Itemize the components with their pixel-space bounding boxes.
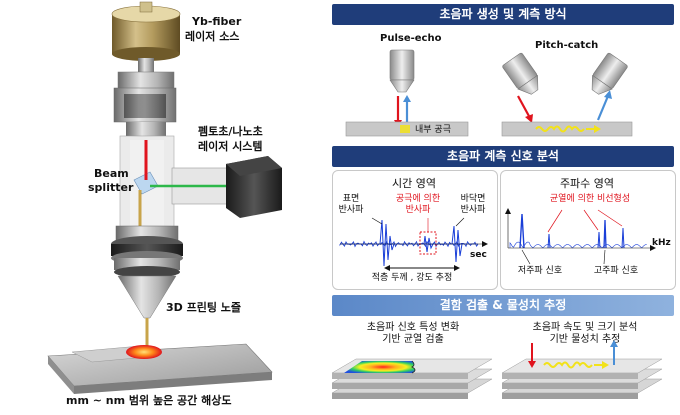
frequency-axis-unit: kHz	[652, 238, 671, 248]
pitch-catch-transducer-right	[591, 52, 628, 95]
femto-laser-label-2: 레이저 시스템	[198, 140, 263, 153]
frequency-domain-panel	[500, 170, 676, 290]
void-reflection-label-2: 반사파	[405, 205, 431, 215]
void-reflection-label-1: 공극에 의한	[395, 194, 441, 204]
section3-diagram	[331, 340, 663, 399]
bottom-reflection-label-1: 바닥면	[460, 194, 486, 204]
time-domain-title: 시간 영역	[392, 177, 436, 190]
property-estimation-label-1: 초음파 속도 및 크기 분석	[532, 322, 638, 333]
surface-reflection-label-2: 반사파	[338, 205, 364, 215]
femto-laser-label-1: 펨토초/나노초	[198, 125, 263, 138]
time-axis-unit: sec	[470, 250, 487, 260]
nonlinearity-label: 균열에 의한 비선형성	[549, 194, 631, 204]
section1-header: 초음파 생성 및 계측 방식	[332, 4, 674, 25]
frequency-domain-spectrum	[505, 208, 656, 265]
time-domain-signal	[339, 217, 488, 271]
laser-source-label-2: 레이저 소스	[185, 30, 240, 43]
frequency-domain-title: 주파수 영역	[559, 177, 615, 190]
resolution-caption: mm ~ nm 범위 높은 공간 해상도	[66, 394, 232, 407]
property-estimation-plates	[501, 340, 663, 399]
printing-head-illustration	[47, 1, 282, 394]
high-frequency-label: 고주파 신호	[593, 266, 639, 276]
pulse-echo-label: Pulse-echo	[380, 33, 442, 44]
section1-diagram	[345, 49, 633, 137]
section2-header: 초음파 계측 신호 분석	[332, 146, 674, 167]
bottom-reflection-label-2: 반사파	[460, 205, 486, 215]
pitch-catch-label: Pitch-catch	[535, 40, 599, 51]
pitch-catch-transducer-left	[502, 52, 539, 95]
section3-header: 결함 검출 & 물성치 추정	[332, 295, 674, 316]
nozzle-label: 3D 프린팅 노즐	[166, 301, 242, 314]
internal-void-label: 내부 공극	[415, 125, 451, 135]
crack-detection-label-2: 기반 균열 검출	[382, 334, 444, 345]
low-frequency-label: 저주파 신호	[517, 266, 563, 276]
time-domain-panel	[332, 170, 498, 290]
beam-splitter-label-1: Beam	[94, 167, 129, 180]
pulse-echo-transducer	[389, 49, 415, 93]
beam-splitter-label-2: splitter	[88, 181, 134, 194]
thickness-caption: 적층 두께 , 강도 추정	[371, 273, 453, 283]
crack-detection-label-1: 초음파 신호 특성 변화	[366, 322, 460, 333]
crack-detection-plates	[331, 358, 493, 399]
surface-reflection-label-1: 표면	[342, 194, 360, 204]
laser-source-label-1: Yb-fiber	[192, 15, 242, 28]
property-estimation-label-2: 기반 물성치 추정	[549, 334, 621, 345]
